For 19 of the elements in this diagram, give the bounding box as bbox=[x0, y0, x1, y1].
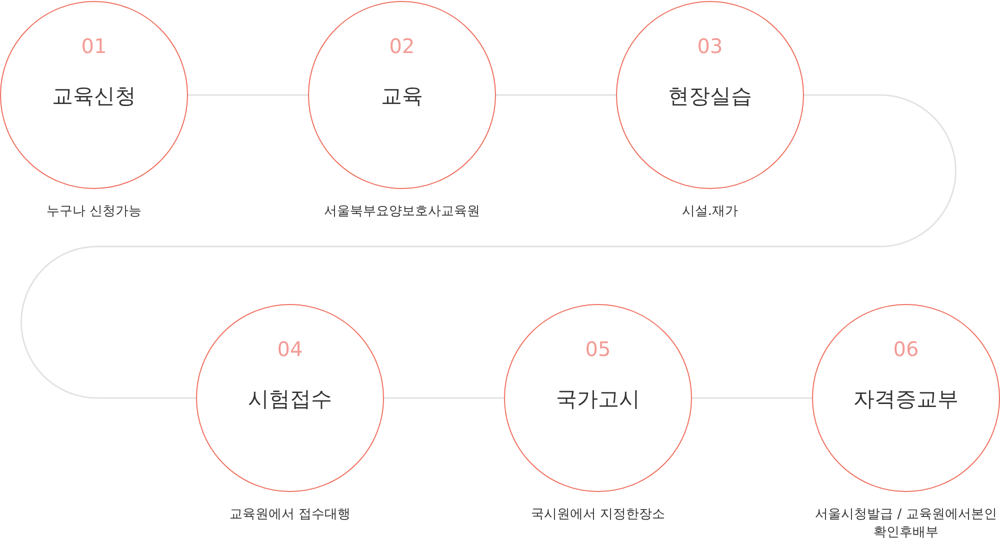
step-title: 교육 bbox=[381, 83, 423, 110]
step-number: 04 bbox=[277, 337, 303, 361]
step-description: 교육원에서 접수대행 bbox=[228, 506, 352, 524]
step-number: 05 bbox=[585, 337, 611, 361]
step-title: 현장실습 bbox=[668, 83, 752, 110]
step-description: 시설.재가 bbox=[680, 203, 740, 221]
step-description: 누구나 신청가능 bbox=[45, 203, 143, 221]
step-number: 06 bbox=[893, 337, 919, 361]
step-title: 자격증교부 bbox=[854, 386, 958, 413]
step-description: 국시원에서 지정한장소 bbox=[530, 506, 666, 524]
step-number: 02 bbox=[389, 34, 415, 58]
step-title: 교육신청 bbox=[52, 83, 136, 110]
step-description: 서울시청발급 / 교육원에서본인확인후배부 bbox=[814, 506, 998, 542]
step-number: 01 bbox=[81, 34, 107, 58]
step-title: 시험접수 bbox=[248, 386, 332, 413]
step-description: 서울북부요양보호사교육원 bbox=[323, 203, 481, 221]
step-title: 국가고시 bbox=[556, 386, 640, 413]
connector-line bbox=[20, 94, 956, 399]
step-number: 03 bbox=[697, 34, 723, 58]
